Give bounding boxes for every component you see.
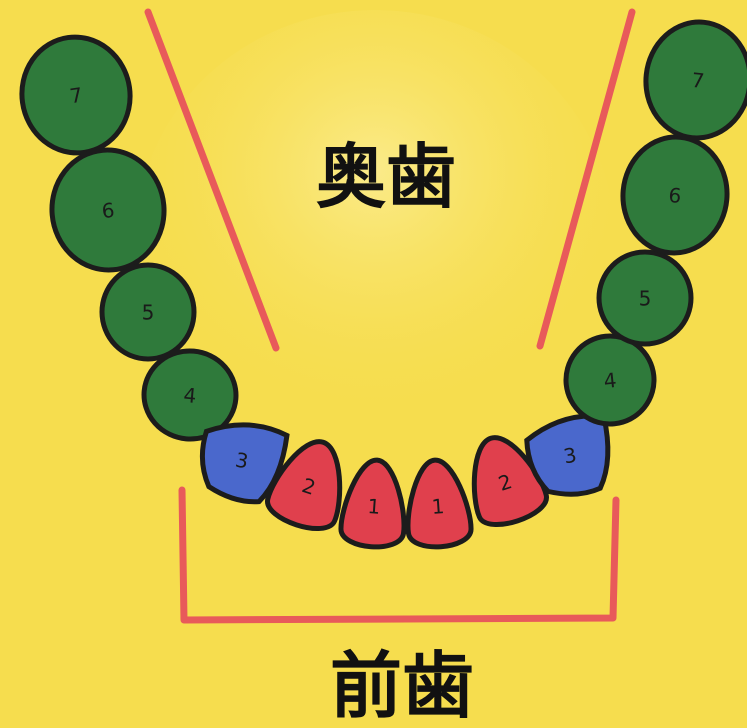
tooth-left-2: 2 xyxy=(265,439,343,532)
tooth-number: 4 xyxy=(602,368,617,393)
front-teeth-label: 前歯 xyxy=(330,644,475,728)
tooth-number: 5 xyxy=(142,301,155,325)
tooth-number: 6 xyxy=(101,198,116,223)
tooth-number: 1 xyxy=(431,494,445,519)
incisor-shape xyxy=(338,457,407,550)
tooth-right-6: 6 xyxy=(620,134,730,256)
tooth-right-7: 7 xyxy=(643,19,747,141)
tooth-right-5: 5 xyxy=(596,249,694,347)
tooth-left-6: 6 xyxy=(49,147,167,273)
tooth-number: 1 xyxy=(367,494,381,519)
tooth-right-1: 1 xyxy=(405,457,474,550)
tooth-number: 6 xyxy=(668,183,683,208)
tooth-number: 4 xyxy=(183,383,198,408)
back-teeth-label: 奥歯 xyxy=(316,136,456,218)
molar-shape xyxy=(643,19,747,141)
molar-shape xyxy=(19,34,133,156)
front-teeth-bracket xyxy=(178,486,620,624)
tooth-number: 3 xyxy=(562,443,579,469)
tooth-right-2: 2 xyxy=(471,435,549,528)
tooth-left-3: 3 xyxy=(199,422,290,505)
tooth-number: 7 xyxy=(68,83,84,109)
molar-shape xyxy=(99,262,197,362)
back-teeth-left-divider xyxy=(144,8,280,352)
incisor-shape xyxy=(265,439,343,532)
arch-inner-glow xyxy=(135,10,615,470)
tooth-left-5: 5 xyxy=(99,262,197,362)
tooth-left-7: 7 xyxy=(19,34,133,156)
molar-shape xyxy=(563,333,657,427)
tooth-right-3: 3 xyxy=(524,413,611,497)
molar-shape xyxy=(596,249,694,347)
incisor-shape xyxy=(471,435,549,528)
molar-shape xyxy=(141,348,239,442)
tooth-left-4: 4 xyxy=(141,348,239,442)
tooth-number: 5 xyxy=(639,287,652,311)
molar-shape xyxy=(49,147,167,273)
incisor-shape xyxy=(405,457,474,550)
back-teeth-right-divider xyxy=(536,8,636,350)
tooth-right-4: 4 xyxy=(563,333,657,427)
canine-shape xyxy=(524,413,611,497)
tooth-number: 7 xyxy=(690,68,705,93)
tooth-number: 3 xyxy=(234,448,251,474)
tooth-left-1: 1 xyxy=(338,457,407,550)
canine-shape xyxy=(199,422,290,505)
